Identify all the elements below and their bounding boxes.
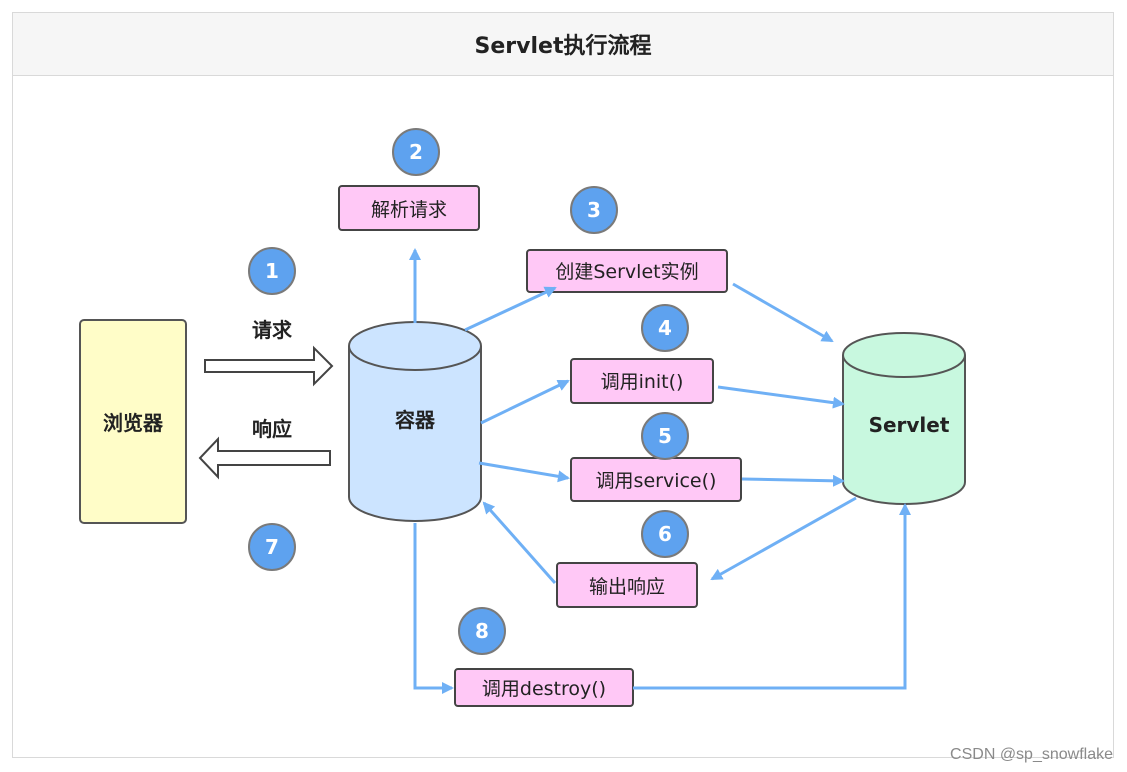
step-create-label: 创建Servlet实例 bbox=[555, 261, 698, 283]
diagram-title: Servlet执行流程 bbox=[13, 13, 1113, 76]
badge-6: 6 bbox=[641, 510, 689, 558]
arrow-output-to-container bbox=[482, 501, 557, 584]
step-init-box bbox=[570, 358, 714, 404]
badge-5: 5 bbox=[641, 412, 689, 460]
arrow-init-to-servlet bbox=[717, 385, 845, 409]
badge-8: 8 bbox=[458, 607, 506, 655]
response-arrow bbox=[198, 436, 331, 480]
badge-1-text: 1 bbox=[265, 259, 279, 283]
arrow-container-to-init bbox=[480, 379, 570, 425]
badge-2-text: 2 bbox=[409, 140, 423, 164]
arrow-service-to-servlet bbox=[741, 474, 845, 487]
badge-4: 4 bbox=[641, 304, 689, 352]
step-destroy-label: 调用destroy() bbox=[482, 678, 606, 700]
step-output-label: 输出响应 bbox=[589, 576, 665, 598]
badge-3: 3 bbox=[570, 186, 618, 234]
arrow-container-to-create bbox=[464, 286, 557, 332]
step-service-label: 调用service() bbox=[596, 470, 717, 492]
request-arrow bbox=[204, 345, 334, 387]
servlet-label: Servlet bbox=[869, 413, 950, 437]
badge-7-text: 7 bbox=[265, 535, 279, 559]
browser-label: 浏览器 bbox=[103, 411, 164, 435]
badge-4-text: 4 bbox=[658, 316, 672, 340]
response-label: 响应 bbox=[252, 417, 292, 441]
step-parse-label: 解析请求 bbox=[371, 199, 447, 221]
browser-node bbox=[79, 319, 187, 524]
badge-2: 2 bbox=[392, 128, 440, 176]
request-label: 请求 bbox=[252, 318, 293, 342]
container-node bbox=[348, 321, 482, 522]
badge-3-text: 3 bbox=[587, 198, 601, 222]
badge-5-text: 5 bbox=[658, 424, 672, 448]
container-label: 容器 bbox=[395, 408, 436, 432]
step-parse-box bbox=[338, 185, 480, 231]
step-init-label: 调用init() bbox=[601, 371, 684, 393]
arrow-container-to-service bbox=[478, 461, 570, 483]
arrow-destroy-to-servlet bbox=[633, 503, 911, 690]
badge-1: 1 bbox=[248, 247, 296, 295]
arrow-create-to-servlet bbox=[732, 282, 834, 343]
arrow-servlet-to-output bbox=[710, 496, 857, 581]
step-output-box bbox=[556, 562, 698, 608]
watermark: CSDN @sp_snowflake bbox=[950, 746, 1113, 763]
arrow-container-to-destroy bbox=[413, 523, 454, 694]
servlet-node bbox=[842, 332, 966, 505]
step-create-box bbox=[526, 249, 728, 293]
badge-6-text: 6 bbox=[658, 522, 672, 546]
badge-7: 7 bbox=[248, 523, 296, 571]
badge-8-text: 8 bbox=[475, 619, 489, 643]
